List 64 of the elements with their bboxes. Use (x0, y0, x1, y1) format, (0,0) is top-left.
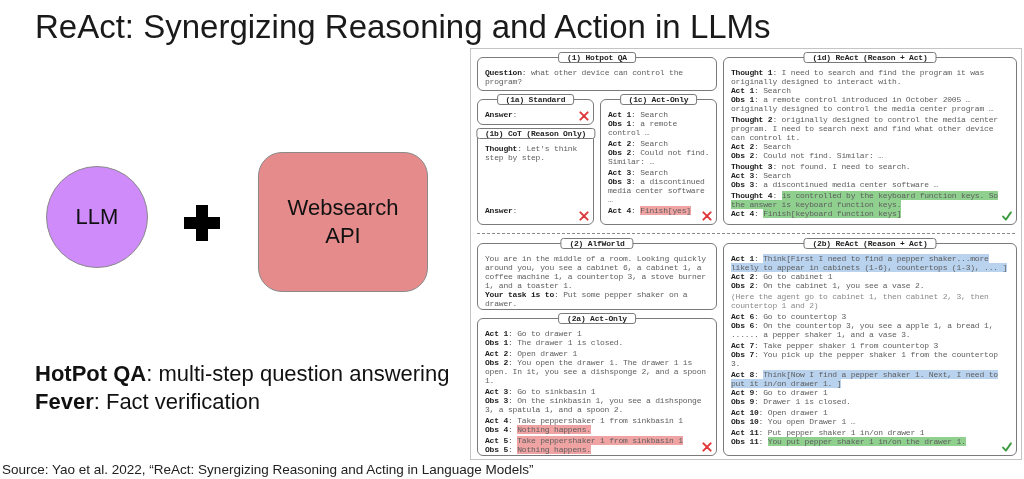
trace-step-text: Obs 3: a discontinued media center software … (608, 177, 706, 204)
trace-step-text: Act 4: Take peppershaker 1 from sinkbasin 1 (485, 416, 683, 425)
trace-step-text: Act 2: Search (608, 139, 668, 148)
panel-title: (2) AlfWorld (560, 238, 634, 249)
definition-text: Fever: Fact verification (35, 389, 260, 415)
trace-step-text: Obs 9: Drawer 1 is closed. (731, 397, 851, 406)
trace-step-text: Obs 2: Could not find. Similar: … (608, 148, 710, 166)
answer-text: Answer: (485, 206, 518, 215)
trace-step-text: Thought 2: originally designed to control the media center program. I need to search next and find what other device can control it. (731, 115, 999, 142)
trace-step-text: Obs 2: On the cabinet 1, you see a vase 2. (731, 281, 925, 290)
trace-step-text: Act 2: Go to cabinet 1 (731, 272, 833, 281)
panel-title: (1c) Act-Only (619, 94, 698, 105)
trace-step-text: Obs 4: Nothing happens. (485, 425, 591, 434)
definition-text: HotPot QA: multi-step question answering (35, 361, 450, 387)
trace-step-text: Thought 3: not found. I need to search. (731, 162, 911, 171)
panel-title: (1a) Standard (496, 94, 575, 105)
reasoning-text: Thought: Let's think step by step. (485, 144, 579, 162)
trace-step-text: Obs 1: a remote control … (608, 119, 679, 137)
trace-step-text: Obs 7: You pick up the pepper shaker 1 from the countertop 3. (731, 350, 999, 368)
trace-step-text: Obs 1: The drawer 1 is closed. (485, 338, 624, 347)
trace-step-text: Act 1: Search (731, 86, 791, 95)
trace-step-text: Obs 6: On the countertop 3, you see a apple 1, a bread 1, ...... a pepper shaker 1, and a vase 3. (731, 321, 995, 339)
trace-step-text: Thought 4: is controlled by the keyboard function keys. So the answer is keyboard function keys. (731, 191, 999, 209)
trace-step-text: Obs 10: You open Drawer 1 … (731, 417, 856, 426)
node-label: Websearch API (286, 194, 400, 250)
trace-step-text: Obs 3: a discontinued media center software … (731, 180, 939, 189)
trace-step-text: Act 3: Search (608, 168, 668, 177)
trace-step-text: Act 3: Search (731, 171, 791, 180)
trace-step-text: Act 9: Go to drawer 1 (731, 388, 828, 397)
slide-title: ReAct: Synergizing Reasoning and Action in LLMs (35, 7, 771, 47)
trace-step-text: Act 11: Put pepper shaker 1 in/on drawer 1 (731, 428, 925, 437)
trace-step-text: Act 1: Go to drawer 1 (485, 329, 582, 338)
answer-text: Answer: (485, 110, 518, 119)
api-rounded-box (258, 152, 428, 292)
trace-step-text: Obs 3: On the sinkbasin 1, you see a dishsponge 3, a spatula 1, and a spoon 2. (485, 396, 703, 414)
trace-step-text: Act 7: Take pepper shaker 1 from countertop 3 (731, 341, 939, 350)
trace-step-text: Act 5: Take peppershaker 1 from sinkbasin 1 (485, 436, 683, 445)
trace-step-text: Obs 11: You put pepper shaker 1 in/on the drawer 1. (731, 437, 966, 446)
trace-step-text: Act 10: Open drawer 1 (731, 408, 828, 417)
source-caption: Source: Yao et al. 2022, “ReAct: Synergizing Reasoning and Acting in Language Models” (2, 462, 534, 478)
trace-step-text: Act 8: Think[Now I find a pepper shaker 1. Next, I need to put it in/on drawer 1. ] (731, 370, 999, 388)
trace-step-text: Obs 5: Nothing happens. (485, 445, 591, 454)
trace-step-text: Act 6: Go to countertop 3 (731, 312, 847, 321)
panel-title: (2b) ReAct (Reason + Act) (803, 238, 937, 249)
scene-description-text: You are in the middle of a room. Looking quickly around you, you see a cabinet 6, a cabinet 1, a coffee machine 1, a countertop 3, a stove burner 1, and a toaster 1. (485, 254, 707, 290)
note-text: (Here the agent go to cabinet 1, then cabinet 2, 3, then countertop 1 and 2) (731, 292, 990, 310)
trace-step-text: Obs 2: Could not find. Similar: … (731, 151, 883, 160)
trace-step-text: Act 2: Search (731, 142, 791, 151)
trace-step-text: Act 3: Go to sinkbasin 1 (485, 387, 596, 396)
node-label: LLM (75, 203, 119, 231)
trace-step-text: Obs 1: a remote control introduced in October 2005 … originally designed to control the media center program … (731, 95, 995, 113)
trace-step-text: Obs 2: You open the drawer 1. The drawer 1 is open. In it, you see a dishsponge 2, and a spoon 1. (485, 358, 707, 385)
question-text: Question: what other device can control the program? (485, 68, 684, 86)
trace-step-text: Act 4: Finish[keyboard function keys] (731, 209, 902, 218)
panel-title: (2a) Act-Only (558, 313, 636, 324)
trace-step-text: Act 2: Open drawer 1 (485, 349, 578, 358)
trace-step-text: Act 1: Search (608, 110, 668, 119)
trace-step-text: Thought 1: I need to search and find the program it was originally designed to interact with. (731, 68, 986, 86)
trace-step-text: Act 4: Finish[yes] (608, 206, 691, 215)
trace-step-text: Act 1: Think[First I need to find a pepper shaker...more likely to appear in cabinets (1-6), countertops (1-3), ... ] (731, 254, 1009, 272)
task-text: Your task is to: Put some pepper shaker on a drawer. (485, 290, 689, 308)
panel-title: (1b) CoT (Reason Only) (475, 128, 596, 139)
panel-title: (1d) ReAct (Reason + Act) (803, 52, 937, 63)
panel-title: (1) Hotpot QA (558, 52, 636, 63)
